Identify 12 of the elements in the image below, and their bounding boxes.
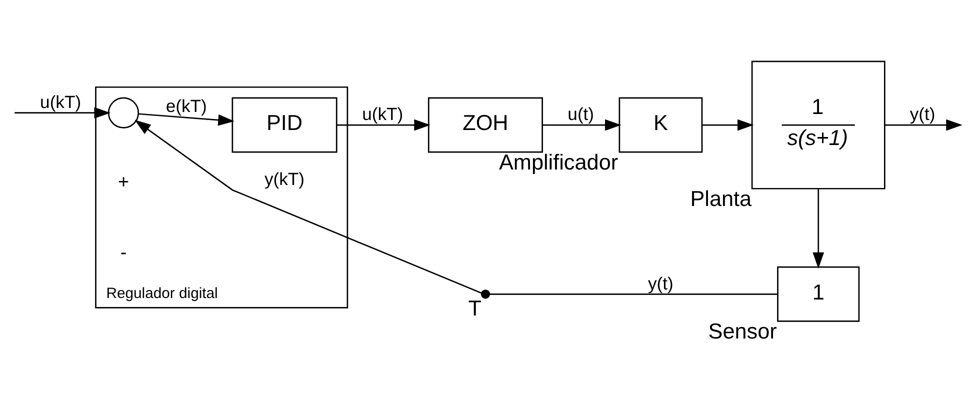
edge-label: u(kT): [362, 104, 404, 124]
edge-label: y(t): [648, 273, 674, 294]
node-label: Sensor: [708, 318, 777, 344]
edge-label: e(kT): [166, 96, 207, 116]
edge-label: y(t): [910, 104, 936, 124]
label: -: [120, 242, 127, 264]
label: +: [118, 172, 130, 194]
node-label: Planta: [690, 186, 752, 211]
edge-label: u(kT): [40, 92, 82, 112]
node-label: T: [468, 295, 482, 320]
edge-label: u(t): [568, 104, 594, 124]
edge-label: y(kT): [264, 169, 305, 190]
